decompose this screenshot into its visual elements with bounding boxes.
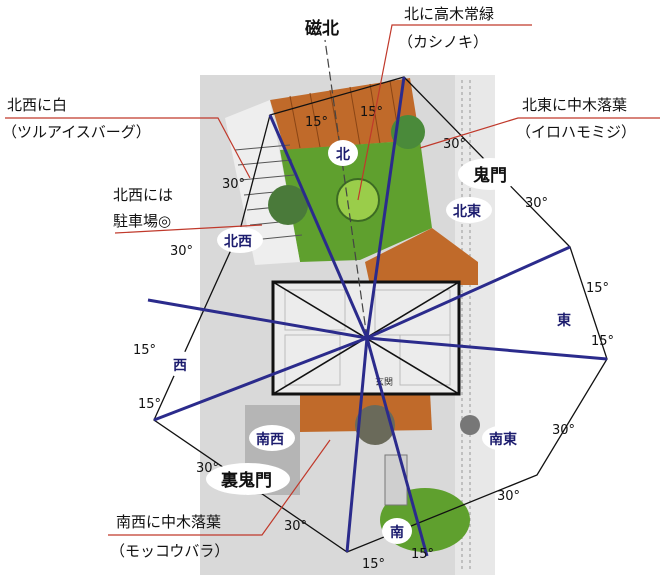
kimon-label: 鬼門	[473, 165, 507, 186]
label-bg	[249, 425, 295, 451]
angle-label: 15°	[360, 105, 383, 120]
ura-kimon-bg	[206, 463, 290, 495]
angle-label: 30°	[497, 489, 520, 504]
annotation-northwest-parking-2: 駐車場◎	[113, 212, 171, 230]
direction-lines	[147, 76, 608, 557]
annotation-southwest-tree-sub: （モッコウバラ）	[110, 542, 229, 560]
leader-northwest-white	[5, 117, 251, 179]
angle-label: 15°	[138, 397, 161, 412]
annotation-north-tree-sub: （カシノキ）	[398, 33, 488, 51]
line-n-right	[365, 76, 406, 339]
angle-label: 30°	[284, 519, 307, 534]
direction-south: 南	[390, 524, 404, 541]
east-deck	[365, 228, 478, 285]
direction-labels: 北 北東 東 南東 南 南西 西 北西	[165, 140, 579, 544]
label-bg	[382, 518, 412, 544]
tree-sw	[355, 405, 395, 445]
label-bg	[482, 425, 528, 451]
angle-label: 15°	[305, 115, 328, 130]
annotation-northeast-tree-sub: （イロハモミジ）	[516, 123, 636, 141]
direction-east: 東	[557, 312, 571, 329]
annotation-north-tree: 北に高木常緑	[404, 5, 494, 23]
shrub-se	[460, 415, 480, 435]
angle-label: 30°	[170, 244, 193, 259]
leader-northeast-tree	[419, 117, 660, 149]
garden-bench	[384, 454, 408, 506]
label-bg	[328, 140, 358, 166]
angle-label: 30°	[525, 196, 548, 211]
special-labels: 鬼門 裏鬼門	[206, 158, 522, 495]
angle-label: 15°	[586, 281, 609, 296]
angle-label: 30°	[222, 177, 245, 192]
angle-label: 30°	[443, 137, 466, 152]
annotation-southwest-tree: 南西に中木落葉	[116, 513, 221, 531]
direction-octagon	[153, 76, 608, 553]
kimon-bg	[458, 158, 522, 190]
leader-north-tree	[357, 24, 532, 201]
tree-nw	[268, 185, 308, 225]
magnetic-north-label: 磁北	[305, 18, 339, 39]
center-point	[364, 335, 370, 341]
annotations: 北に高木常緑 （カシノキ） 北東に中木落葉 （イロハモミジ） 北西に白 （ツルア…	[2, 5, 636, 560]
line-n-left	[268, 114, 369, 339]
label-bg	[217, 227, 263, 253]
compass-overlay	[147, 39, 608, 557]
annotation-leaders	[5, 24, 660, 536]
annotation-northeast-tree: 北東に中木落葉	[522, 96, 627, 114]
house-outline	[271, 280, 461, 396]
line-s-right	[365, 337, 429, 557]
line-e-top	[366, 245, 571, 340]
annotation-northwest-white-sub: （ツルアイスバーグ）	[2, 123, 151, 141]
angle-label: 30°	[552, 423, 575, 438]
tree-ne	[391, 115, 425, 149]
line-s-left	[345, 337, 369, 553]
label-bg	[165, 351, 195, 377]
label-bg	[549, 306, 579, 332]
annotation-northwest-parking-1: 北西には	[113, 186, 173, 204]
line-w-bottom	[153, 336, 368, 422]
direction-northeast: 北東	[453, 203, 481, 220]
north-deck	[270, 78, 420, 150]
direction-west: 西	[173, 358, 187, 374]
direction-north: 北	[336, 147, 350, 163]
leader-southwest-tree	[108, 439, 331, 536]
direction-southwest: 南西	[256, 431, 284, 448]
angle-label: 15°	[362, 557, 385, 572]
angle-label: 15°	[133, 343, 156, 358]
line-w-top	[147, 298, 368, 340]
label-bg	[446, 197, 492, 223]
angle-label: 15°	[411, 547, 434, 562]
annotation-northwest-white: 北西に白	[7, 96, 67, 114]
leader-northwest-parking	[114, 224, 263, 234]
angle-label: 15°	[591, 334, 614, 349]
angle-labels: 15° 15° 30° 30° 15° 15° 30° 30° 15° 15° …	[133, 105, 614, 572]
direction-northwest: 北西	[224, 234, 252, 250]
house-rooms	[284, 289, 451, 386]
magnetic-north-line	[324, 39, 368, 339]
line-e-bottom	[366, 336, 608, 361]
direction-southeast: 南東	[489, 431, 517, 448]
ura-kimon-label: 裏鬼門	[220, 470, 272, 491]
